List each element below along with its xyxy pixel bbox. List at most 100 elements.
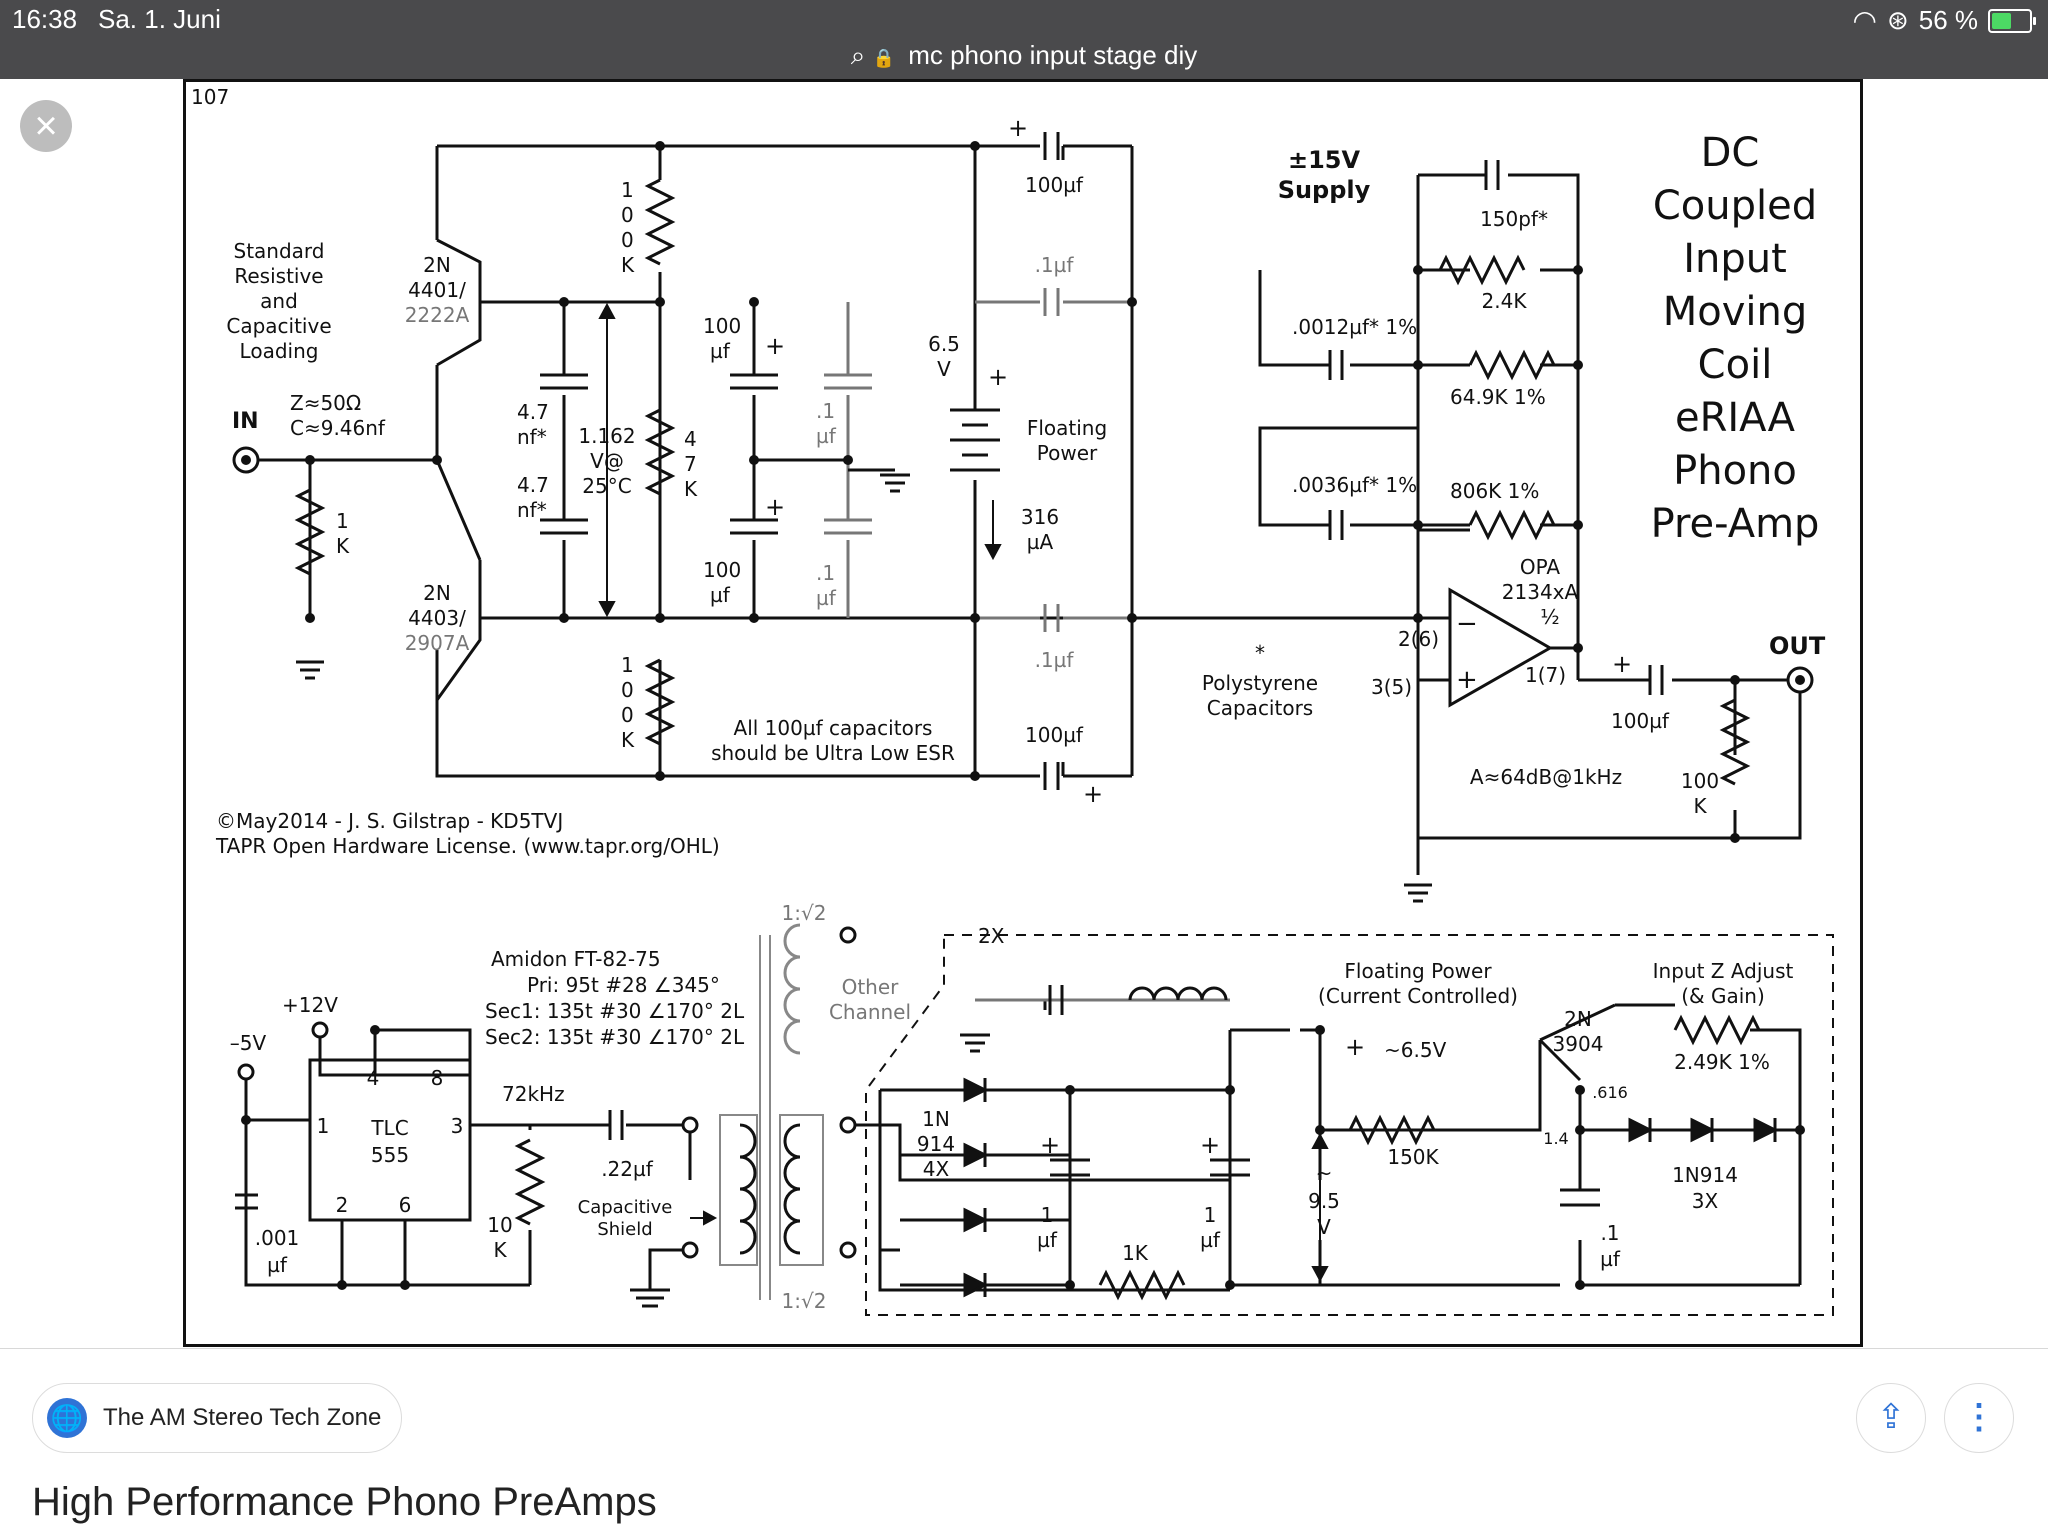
share-icon: ⇪ xyxy=(1876,1398,1906,1436)
title-line-3: Input xyxy=(1683,236,1787,282)
result-title[interactable]: High Performance Phono PreAmps xyxy=(32,1480,657,1524)
transformer-spec-2: Pri: 95t #28 ∠345° xyxy=(527,973,720,997)
close-button[interactable]: × xyxy=(20,100,72,152)
schematic-image[interactable]: 107 Standard Resistive and Capacitive Lo… xyxy=(183,79,1863,1347)
pin-out: 1(7) xyxy=(1525,663,1566,687)
cap-01uf-a-2: µf xyxy=(816,424,837,448)
cap-100uf-a-1: 100 xyxy=(703,314,741,338)
loading-label-1: Standard xyxy=(234,239,325,263)
title-line-1: DC xyxy=(1701,130,1760,176)
battery-percent: 56 % xyxy=(1918,5,1978,35)
title-line-4: Moving xyxy=(1663,289,1808,335)
status-date: Sa. 1. Juni xyxy=(98,4,221,34)
other-channel-1: Other xyxy=(842,975,900,999)
input-z-adjust-1: Input Z Adjust xyxy=(1653,959,1794,983)
timer-pin-4: 4 xyxy=(367,1066,380,1090)
output-label: OUT xyxy=(1769,632,1826,660)
timer-pin-2: 2 xyxy=(336,1193,349,1217)
opamp-label-3: ½ xyxy=(1540,605,1559,629)
r-input-2: K xyxy=(336,534,350,558)
opamp-label-2: 2134xA xyxy=(1502,580,1579,604)
input-capacitance: C≈9.46nf xyxy=(290,416,386,440)
title-line-7: Phono xyxy=(1673,448,1797,494)
r-bottom-2: 0 xyxy=(621,678,634,702)
input-label: IN xyxy=(232,409,259,434)
esr-note-1: All 100µf capacitors xyxy=(734,716,933,740)
cap-47nf-bottom-2: nf* xyxy=(517,498,547,522)
c-1uf-a-1: 1 xyxy=(1041,1203,1054,1227)
schematic-labels: 107 Standard Resistive and Capacitive Lo… xyxy=(191,85,1826,1313)
q1-part-1: 2N xyxy=(423,253,451,277)
url-bar[interactable]: ⌕ 🔒 mc phono input stage diy xyxy=(0,40,2048,72)
battery-icon xyxy=(1988,8,2036,33)
cap-01uf-b-2: µf xyxy=(816,586,837,610)
v-616: .616 xyxy=(1592,1083,1628,1102)
capacitors xyxy=(235,132,1664,1210)
plus-c2: + xyxy=(1200,1131,1220,1159)
loading-label-2: Resistive xyxy=(234,264,323,288)
floating-power-2: Power xyxy=(1037,441,1098,465)
url-text: mc phono input stage diy xyxy=(908,40,1198,70)
cap-01uf-b-1: .1 xyxy=(816,561,835,585)
cap-47nf-bottom-1: 4.7 xyxy=(517,473,549,497)
title-line-6: eRIAA xyxy=(1675,395,1796,441)
opamp-label-1: OPA xyxy=(1520,555,1561,579)
c-150pf: 150pf* xyxy=(1480,207,1548,231)
input-impedance: Z≈50Ω xyxy=(290,391,361,415)
v-6-5: ~6.5V xyxy=(1384,1038,1447,1062)
terminal-dots xyxy=(241,141,1805,1290)
cap-100uf-top: 100µf xyxy=(1025,173,1084,197)
cap-100uf-a-2: µf xyxy=(710,339,731,363)
timer-pin-8: 8 xyxy=(431,1066,444,1090)
input-z-adjust-2: (& Gain) xyxy=(1681,984,1765,1008)
pin-noninv: 3(5) xyxy=(1371,675,1412,699)
diode-bridge-3: 4X xyxy=(923,1157,950,1181)
frequency: 72kHz xyxy=(502,1082,565,1106)
r-806k: 806K 1% xyxy=(1450,479,1539,503)
bias-voltage-1: 1.162 xyxy=(578,424,635,448)
bottom-divider xyxy=(0,1348,2048,1349)
q2-part-1: 2N xyxy=(423,581,451,605)
plus-b: + xyxy=(765,493,785,521)
cap-01uf-top: .1µf xyxy=(1035,253,1075,277)
c-01uf-right-1: .1 xyxy=(1600,1221,1619,1245)
r-10k-2: K xyxy=(493,1238,507,1262)
current-2: µA xyxy=(1027,530,1054,554)
diode-chain-1: 1N914 xyxy=(1672,1163,1738,1187)
floating-power-cc-2: (Current Controlled) xyxy=(1318,984,1518,1008)
c-01uf-right-2: µf xyxy=(1600,1247,1621,1271)
bias-voltage-3: 25°C xyxy=(582,474,631,498)
lock-icon: 🔒 xyxy=(872,48,895,68)
minus5v: –5V xyxy=(230,1031,267,1055)
q1-part-3: 2222A xyxy=(405,303,470,327)
r-64-9k: 64.9K 1% xyxy=(1450,385,1546,409)
cap-100uf-bottom: 100µf xyxy=(1025,723,1084,747)
r-47k-1: 4 xyxy=(684,427,697,451)
cap-shield-1: Capacitive xyxy=(578,1197,673,1218)
arrows xyxy=(598,302,1329,1283)
timer-label-2: 555 xyxy=(371,1143,409,1167)
terminals xyxy=(232,446,1814,1259)
q1-part-2: 4401/ xyxy=(408,278,466,302)
v-9-5-3: V xyxy=(1317,1215,1331,1239)
source-chip[interactable]: 🌐 The AM Stereo Tech Zone xyxy=(32,1383,403,1453)
plus12v: +12V xyxy=(282,993,338,1017)
transformer-spec-1: Amidon FT-82-75 xyxy=(491,947,661,971)
plus-bottom: + xyxy=(1083,780,1103,808)
battery-voltage-2: V xyxy=(937,357,951,381)
plus-v65: + xyxy=(1345,1033,1365,1061)
r-bottom-1: 1 xyxy=(621,653,634,677)
r-47k-3: K xyxy=(684,477,698,501)
more-button[interactable]: ⋮ xyxy=(1944,1383,2014,1453)
r-bottom-3: 0 xyxy=(621,703,634,727)
multiplier: 2X xyxy=(978,924,1005,948)
ground-symbols xyxy=(296,468,1432,1308)
wifi-icon: ◠ xyxy=(1852,5,1877,36)
r-top-2: 0 xyxy=(621,203,634,227)
status-right: ◠ ⊛ 56 % xyxy=(1852,4,2036,37)
share-button[interactable]: ⇪ xyxy=(1856,1383,1926,1453)
r-top-1: 1 xyxy=(621,178,634,202)
battery-symbol xyxy=(950,408,1000,472)
c-out: 100µf xyxy=(1611,709,1670,733)
opamp-minus: − xyxy=(1456,609,1478,639)
